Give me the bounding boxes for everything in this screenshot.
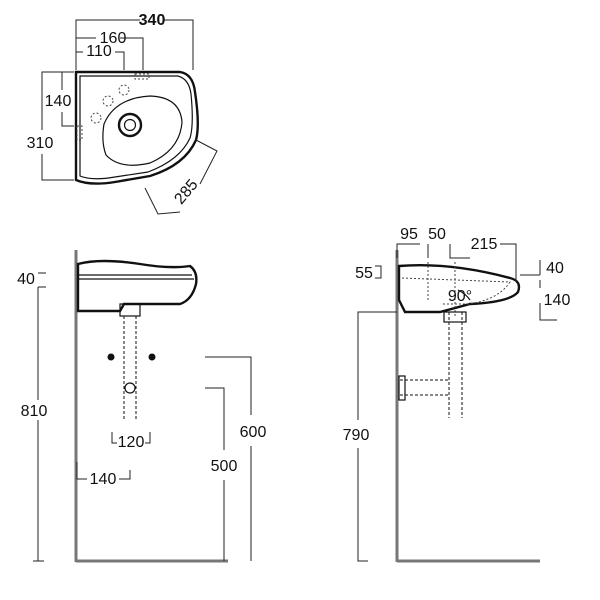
dim-depth-label: 310 bbox=[27, 135, 54, 152]
side-trap-flange bbox=[398, 375, 406, 401]
dim-diagonal-label: 285 bbox=[171, 176, 201, 207]
basin-side-inner-bowl bbox=[401, 277, 511, 305]
dim-side-55-label: 55 bbox=[355, 265, 373, 282]
basin-side-outline bbox=[397, 264, 521, 314]
dim-side-215-label: 215 bbox=[471, 236, 498, 253]
tap-hole-2 bbox=[102, 95, 114, 107]
side-centerline bbox=[427, 262, 456, 318]
dim-rim-height-label: 810 bbox=[21, 403, 48, 420]
dim-side-angle-label: 90° bbox=[448, 288, 472, 305]
side-trap-pipe bbox=[400, 379, 449, 396]
tap-hole-1 bbox=[90, 112, 102, 124]
overflow-slot-top bbox=[134, 73, 150, 80]
dim-holes-depth-label: 140 bbox=[45, 93, 72, 110]
front-waste-pipe bbox=[123, 316, 137, 420]
basin-front-body bbox=[76, 259, 198, 313]
dim-waste-height-label: 500 bbox=[211, 458, 238, 475]
front-trap-connection bbox=[124, 382, 136, 394]
dim-side-40-label: 40 bbox=[546, 260, 564, 277]
front-view: 40 810 120 140 600 500 bbox=[17, 250, 267, 563]
dim-front-top-label: 40 bbox=[17, 271, 35, 288]
supply-valve-left bbox=[107, 353, 115, 361]
side-90-angle-arc bbox=[457, 289, 471, 301]
drain-inner-ring bbox=[123, 118, 137, 132]
side-view: 95 50 215 55 40 140 90° 790 bbox=[343, 226, 571, 563]
dim-trap-width-label: 120 bbox=[118, 434, 145, 451]
dim-holes-span-label: 160 bbox=[100, 30, 127, 47]
supply-valve-right bbox=[148, 353, 156, 361]
front-waste-fitting bbox=[119, 303, 141, 317]
dim-side-95-label: 95 bbox=[400, 226, 418, 243]
dim-width-label: 340 bbox=[139, 12, 166, 29]
dim-side-140-label: 140 bbox=[544, 292, 571, 309]
dim-wall-offset-label: 140 bbox=[90, 471, 117, 488]
tap-hole-3 bbox=[118, 84, 130, 96]
dim-side-height-label: 790 bbox=[343, 427, 370, 444]
basin-bowl-outline bbox=[102, 95, 183, 166]
drain-outer-ring bbox=[117, 112, 143, 138]
top-view: 340 160 110 140 310 285 bbox=[27, 12, 218, 215]
basin-top-outline bbox=[74, 70, 199, 185]
basin-top-inner-rim bbox=[79, 75, 193, 180]
dim-supply-height-label: 600 bbox=[240, 424, 267, 441]
side-waste-fitting bbox=[443, 311, 467, 323]
dim-side-50-label: 50 bbox=[428, 226, 446, 243]
side-waste-pipe bbox=[448, 312, 463, 418]
dim-holes-offset-label: 110 bbox=[86, 43, 112, 60]
overflow-slot-side bbox=[76, 125, 83, 141]
